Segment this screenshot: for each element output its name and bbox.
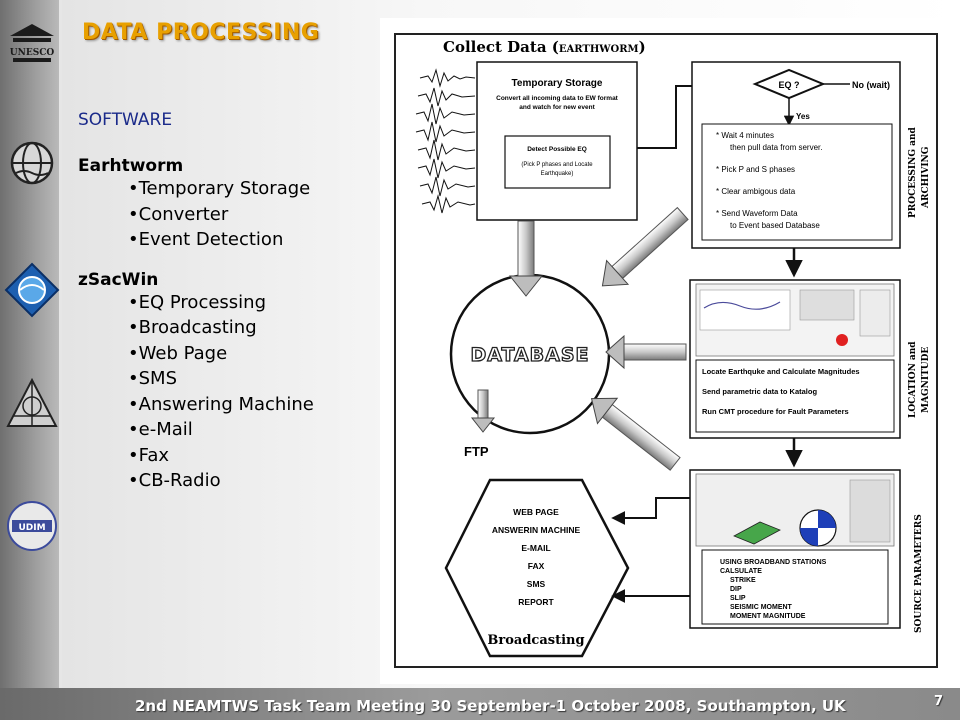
- pipe-db-to-ftp: [470, 389, 496, 433]
- broadcast-list: WEB PAGE ANSWERIN MACHINE E-MAIL FAX SMS…: [492, 507, 581, 607]
- svg-text:Send parametric data to Katalo: Send parametric data to Katalog: [702, 387, 817, 396]
- svg-text:* Pick P and S phases: * Pick P and S phases: [716, 165, 795, 174]
- svg-text:ARCHIVING: ARCHIVING: [921, 147, 931, 209]
- udim-text: UDIM: [18, 523, 45, 533]
- svg-text:LOCATION and: LOCATION and: [908, 341, 918, 418]
- bullet-item: •e-Mail: [128, 419, 193, 440]
- detect-eq-line1: (Pick P phases and Locate: [521, 162, 593, 168]
- svg-text:PROCESSING and: PROCESSING and: [908, 126, 918, 218]
- svg-text:USING BROADBAND STATIONS: USING BROADBAND STATIONS: [720, 559, 827, 566]
- bullet-item: •Converter: [128, 203, 229, 225]
- detect-eq-title: Detect Possible EQ: [527, 146, 587, 153]
- svg-text:MAGNITUDE: MAGNITUDE: [921, 347, 931, 413]
- diamond-globe-logo: [4, 262, 60, 318]
- source-side-label: SOURCE PARAMETERS: [914, 514, 924, 633]
- software-list: SOFTWARE Earhtworm •Temporary Storage •C…: [78, 110, 314, 494]
- temp-storage-line2: and watch for new event: [519, 104, 595, 111]
- database-label: DATABASE: [470, 344, 589, 366]
- pipe-location-to-db: [605, 334, 687, 370]
- group-heading-zsacwin: zSacWin: [78, 269, 159, 290]
- temp-storage-line1: Convert all incoming data to EW format: [496, 95, 619, 102]
- detect-eq-line2: Earthquake): [541, 171, 574, 177]
- bullet-item: •CB-Radio: [128, 470, 221, 491]
- broadcasting-label: Broadcasting: [487, 633, 584, 648]
- unesco-logo: UNESCO: [10, 24, 55, 62]
- svg-text:SLIP: SLIP: [730, 595, 746, 602]
- source-list: USING BROADBAND STATIONS CALSULATE STRIK…: [720, 559, 827, 620]
- ioc-globe-logo: [10, 141, 54, 185]
- group-heading-earthworm: Earhtworm: [78, 156, 184, 176]
- bullet-item: •Temporary Storage: [128, 178, 311, 199]
- sidebar: UNESCO UDIM: [0, 0, 62, 720]
- ftp-label: FTP: [464, 444, 489, 459]
- svg-text:Locate Earthquke and Calculate: Locate Earthquke and Calculate Magnitude…: [702, 367, 860, 376]
- epicenter-marker: [836, 334, 848, 346]
- yes-label: Yes: [796, 112, 810, 121]
- bullet-item: •SMS: [128, 368, 178, 389]
- udim-logo: UDIM: [7, 501, 57, 551]
- svg-text:ANSWERIN MACHINE: ANSWERIN MACHINE: [492, 525, 581, 535]
- diagram-border: [394, 33, 938, 668]
- svg-text:FAX: FAX: [528, 561, 545, 571]
- svg-text:* Clear ambigous data: * Clear ambigous data: [716, 187, 796, 196]
- bullet-item: •Fax: [128, 444, 170, 466]
- sidebar-edge: [59, 0, 62, 720]
- pipe-processing-to-db: [601, 206, 689, 287]
- bullet-item: •Answering Machine: [128, 393, 314, 415]
- section-label: SOFTWARE: [78, 110, 173, 130]
- decision-label: EQ ?: [778, 80, 799, 90]
- page-number: 7: [934, 694, 944, 709]
- pipe-temp-to-db: [508, 220, 544, 297]
- compass-logo: [6, 377, 58, 427]
- temp-storage-title: Temporary Storage: [512, 78, 603, 89]
- unesco-text: UNESCO: [10, 48, 55, 58]
- svg-text:* Wait 4 minutes: * Wait 4 minutes: [716, 131, 774, 140]
- broadcast-hexagon: [444, 478, 630, 658]
- svg-text:CALSULATE: CALSULATE: [720, 568, 762, 575]
- processing-side-label: PROCESSING and ARCHIVING: [908, 126, 931, 218]
- bullet-item: •Broadcasting: [128, 317, 257, 338]
- svg-text:DIP: DIP: [730, 586, 742, 593]
- diagram-title: Collect Data (EARTHWORM): [443, 38, 646, 56]
- location-side-label: LOCATION and MAGNITUDE: [908, 341, 931, 418]
- processing-list: * Wait 4 minutes then pull data from ser…: [716, 131, 823, 230]
- svg-text:to Event based Database: to Event based Database: [730, 221, 820, 230]
- source-to-broadcast-arrow-1: [611, 497, 690, 525]
- bullet-item: •EQ Processing: [128, 291, 267, 313]
- svg-text:SEISMIC MOMENT: SEISMIC MOMENT: [730, 604, 793, 611]
- svg-text:* Send Waveform Data: * Send Waveform Data: [716, 209, 798, 218]
- svg-text:SMS: SMS: [527, 579, 546, 589]
- svg-text:REPORT: REPORT: [518, 597, 554, 607]
- svg-text:MOMENT MAGNITUDE: MOMENT MAGNITUDE: [730, 613, 806, 620]
- svg-text:Run CMT procedure for Fault Pa: Run CMT procedure for Fault Parameters: [702, 407, 849, 416]
- processing-diagram: Collect Data (EARTHWORM) Temporary Stora…: [380, 18, 956, 684]
- pipe-source-to-db: [590, 397, 681, 471]
- bullet-item: •Event Detection: [128, 229, 284, 250]
- detect-eq-box: [504, 135, 611, 189]
- seismogram-traces: [415, 68, 476, 214]
- location-list: Locate Earthquke and Calculate Magnitude…: [702, 367, 860, 416]
- source-list-box: [701, 549, 889, 625]
- location-list-box: [695, 359, 895, 433]
- slide-title: DATA PROCESSING: [82, 20, 320, 45]
- map-panel: [699, 289, 791, 331]
- footer-text: 2nd NEAMTWS Task Team Meeting 30 Septemb…: [135, 697, 846, 715]
- footer-bar: 2nd NEAMTWS Task Team Meeting 30 Septemb…: [0, 688, 960, 720]
- svg-text:then pull data from server.: then pull data from server.: [730, 143, 823, 152]
- svg-text:WEB PAGE: WEB PAGE: [513, 507, 559, 517]
- processing-list-box: [701, 123, 893, 241]
- svg-text:STRIKE: STRIKE: [730, 577, 756, 584]
- no-label: No (wait): [852, 80, 890, 90]
- svg-text:E-MAIL: E-MAIL: [521, 543, 550, 553]
- bullet-item: •Web Page: [128, 342, 228, 364]
